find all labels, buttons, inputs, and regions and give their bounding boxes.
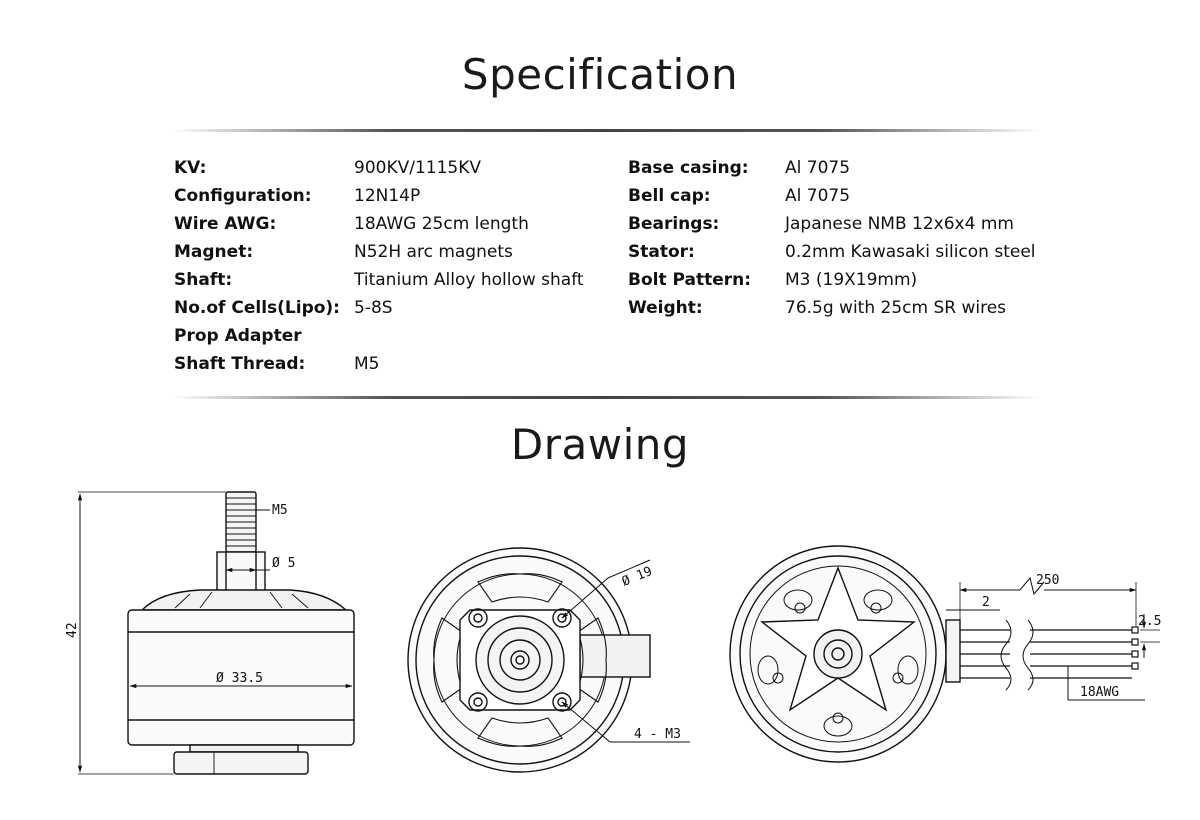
spec-label: Prop Adapter	[174, 326, 302, 346]
spec-value: 12N14P	[354, 186, 421, 206]
spec-row: Bolt Pattern: M3 (19X19mm)	[628, 266, 917, 294]
dim-wire-gauge: 18AWG	[1080, 685, 1119, 700]
spec-label: Bearings:	[628, 214, 720, 234]
spec-value: 900KV/1115KV	[354, 158, 481, 178]
side-view	[77, 491, 355, 775]
spec-label: Wire AWG:	[174, 214, 277, 234]
spec-row: Shaft: Titanium Alloy hollow shaft	[174, 266, 584, 294]
section-divider	[170, 396, 1040, 399]
dim-height: 42	[65, 622, 80, 638]
spec-value: M3 (19X19mm)	[785, 270, 918, 290]
spec-row: Prop Adapter	[174, 322, 340, 350]
dim-wire-pitch: 2.5	[1138, 614, 1161, 629]
spec-value: 18AWG 25cm length	[354, 214, 529, 234]
spec-row: Configuration: 12N14P	[174, 182, 420, 210]
spec-value: M5	[354, 354, 380, 374]
spec-row: Stator: 0.2mm Kawasaki silicon steel	[628, 238, 1036, 266]
spec-label: Weight:	[628, 298, 703, 318]
spec-value: Japanese NMB 12x6x4 mm	[785, 214, 1014, 234]
spec-label: Configuration:	[174, 186, 312, 206]
section-title: Drawing	[510, 420, 690, 469]
dim-shaft-diameter: Ø 5	[272, 556, 295, 571]
spec-label: Shaft:	[174, 270, 233, 290]
spec-value: Al 7075	[785, 186, 851, 206]
spec-label: Bell cap:	[628, 186, 711, 206]
spec-row: Magnet: N52H arc magnets	[174, 238, 513, 266]
spec-value: N52H arc magnets	[354, 242, 513, 262]
spec-row: Shaft Thread: M5	[174, 350, 379, 378]
spec-label: Shaft Thread:	[174, 354, 306, 374]
spec-label: KV:	[174, 158, 207, 178]
spec-label: No.of Cells(Lipo):	[174, 298, 340, 318]
spec-label: Bolt Pattern:	[628, 270, 752, 290]
bottom-view	[729, 545, 1160, 763]
page-title: Specification	[461, 50, 739, 99]
technical-drawing: M5 Ø 5 Ø 33.5 42 Ø	[65, 491, 1161, 775]
spec-value: Al 7075	[785, 158, 851, 178]
dim-thread: M5	[272, 503, 288, 518]
section-divider	[170, 129, 1040, 132]
spec-row: Bell cap: Al 7075	[628, 182, 850, 210]
spec-row: Weight: 76.5g with 25cm SR wires	[628, 294, 1006, 322]
spec-value: Titanium Alloy hollow shaft	[354, 270, 584, 290]
spec-row: Bearings: Japanese NMB 12x6x4 mm	[628, 210, 1014, 238]
spec-row: KV: 900KV/1115KV	[174, 154, 481, 182]
spec-label: Magnet:	[174, 242, 254, 262]
spec-value: 5-8S	[354, 298, 393, 318]
dim-wire-length: 250	[1036, 573, 1059, 588]
spec-label: Stator:	[628, 242, 695, 262]
spec-list-right: Base casing: Al 7075 Bell cap: Al 7075 Bea…	[628, 154, 1036, 322]
spec-value: 0.2mm Kawasaki silicon steel	[785, 242, 1036, 262]
spec-row: Wire AWG: 18AWG 25cm length	[174, 210, 529, 238]
dim-wire-offset: 2	[982, 595, 990, 610]
spec-value: 76.5g with 25cm SR wires	[785, 298, 1007, 318]
dim-motor-diameter: Ø 33.5	[216, 671, 263, 686]
dim-bolt-circle: Ø 19	[620, 564, 655, 590]
spec-row: Base casing: Al 7075	[628, 154, 850, 182]
spec-list-left: KV: 900KV/1115KV Configuration: 12N14P Wir…	[174, 154, 584, 378]
top-view	[407, 547, 690, 773]
spec-label: Base casing:	[628, 158, 749, 178]
spec-row: No.of Cells(Lipo): 5-8S	[174, 294, 393, 322]
dim-bolt-holes: 4 - M3	[634, 727, 681, 742]
